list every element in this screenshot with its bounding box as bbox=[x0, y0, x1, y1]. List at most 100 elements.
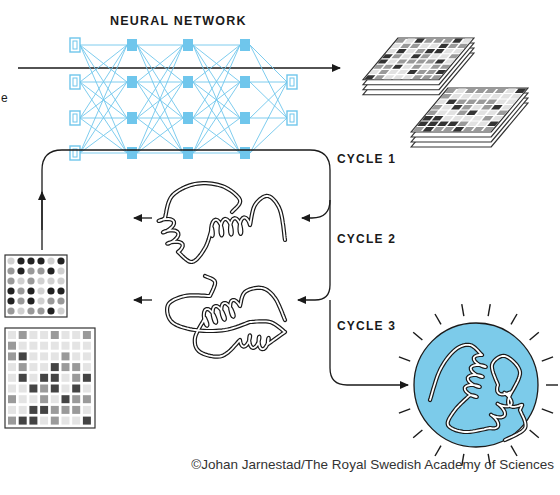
matrix-cell bbox=[19, 417, 27, 425]
matrix-cell bbox=[412, 75, 423, 79]
matrix-dot bbox=[27, 287, 34, 294]
matrix-cell bbox=[83, 385, 91, 393]
matrix-cell bbox=[477, 122, 489, 126]
network-unit bbox=[290, 114, 294, 122]
network-link bbox=[137, 45, 183, 153]
network-link bbox=[193, 45, 240, 153]
matrix-layer bbox=[363, 38, 474, 80]
matrix-cell bbox=[402, 75, 413, 79]
matrix-cell bbox=[475, 89, 487, 93]
network-link bbox=[137, 45, 183, 118]
matrix-cell bbox=[496, 100, 508, 104]
network-unit bbox=[73, 78, 77, 86]
network-link bbox=[80, 45, 127, 82]
matrix-dot bbox=[47, 267, 54, 274]
matrix-cell bbox=[19, 352, 27, 360]
matrix-cell bbox=[40, 363, 48, 371]
matrix-cell bbox=[417, 122, 429, 126]
matrix-cell bbox=[72, 342, 80, 350]
matrix-cell bbox=[72, 417, 80, 425]
network-link bbox=[193, 45, 240, 46]
glow-tick bbox=[511, 446, 517, 456]
matrix-cell bbox=[491, 105, 503, 109]
matrix-cell bbox=[29, 385, 37, 393]
matrix-cell bbox=[447, 122, 459, 126]
matrix-cell bbox=[19, 374, 27, 382]
protein-ribbon bbox=[167, 276, 285, 357]
matrix-cell bbox=[486, 100, 498, 104]
matrix-cell bbox=[452, 39, 463, 43]
matrix-dot bbox=[47, 257, 54, 264]
matrix-dot bbox=[27, 277, 34, 284]
matrix-cell bbox=[8, 406, 16, 414]
matrix-cell bbox=[51, 374, 59, 382]
matrix-cell bbox=[40, 395, 48, 403]
matrix-cell bbox=[482, 116, 494, 120]
matrix-cell bbox=[83, 395, 91, 403]
network-unit bbox=[73, 114, 77, 122]
matrix-cell bbox=[397, 70, 408, 74]
network-unit bbox=[70, 75, 80, 89]
matrix-cell bbox=[62, 342, 70, 350]
matrix-cell bbox=[436, 100, 448, 104]
glow-tick bbox=[511, 314, 517, 324]
matrix-cell bbox=[391, 44, 402, 48]
matrix-cell bbox=[433, 39, 444, 43]
network-unit bbox=[73, 41, 77, 49]
matrix-cell bbox=[437, 122, 449, 126]
matrix-cell bbox=[8, 342, 16, 350]
matrix-cell bbox=[51, 363, 59, 371]
matrix-dot bbox=[57, 257, 64, 264]
glow-tick bbox=[399, 357, 410, 361]
network-link bbox=[250, 45, 287, 118]
cycle-label: CYCLE 2 bbox=[337, 233, 396, 246]
matrix-cell bbox=[19, 331, 27, 339]
matrix-cell bbox=[72, 385, 80, 393]
network-unit bbox=[240, 76, 250, 88]
matrix-cell bbox=[72, 352, 80, 360]
matrix-cell bbox=[83, 363, 91, 371]
network-unit bbox=[70, 38, 80, 52]
glow-tick bbox=[435, 314, 441, 324]
matrix-cell bbox=[51, 385, 59, 393]
network-link bbox=[193, 45, 240, 82]
matrix-cell bbox=[466, 111, 478, 115]
matrix-cell bbox=[448, 44, 459, 48]
matrix-cell bbox=[431, 75, 442, 79]
matrix-layer bbox=[411, 88, 528, 132]
network-unit bbox=[183, 112, 193, 124]
matrix-cell bbox=[505, 89, 517, 93]
matrix-cell bbox=[455, 89, 467, 93]
network-unit bbox=[127, 39, 137, 51]
matrix-dot bbox=[37, 277, 44, 284]
matrix-cell bbox=[19, 385, 27, 393]
matrix-cell bbox=[62, 331, 70, 339]
protein-structures bbox=[159, 183, 526, 440]
matrix-cell bbox=[40, 385, 48, 393]
glow-tick bbox=[546, 384, 558, 385]
matrix-cell bbox=[465, 89, 477, 93]
network-unit bbox=[183, 76, 193, 88]
glow-tick bbox=[542, 409, 553, 413]
matrix-cell bbox=[19, 395, 27, 403]
matrix-cell bbox=[456, 111, 468, 115]
matrix-cell bbox=[463, 127, 475, 131]
matrix-dot bbox=[17, 257, 24, 264]
network-link bbox=[137, 45, 183, 153]
network-link bbox=[80, 45, 127, 153]
matrix-cell bbox=[83, 417, 91, 425]
matrix-dot bbox=[17, 277, 24, 284]
network-unit bbox=[287, 111, 297, 125]
protein-backbone bbox=[159, 183, 285, 262]
network-link bbox=[80, 118, 127, 153]
network-link bbox=[80, 118, 127, 153]
matrix-cell bbox=[413, 127, 425, 131]
matrix-cell bbox=[443, 127, 455, 131]
matrix-cell bbox=[436, 111, 448, 115]
matrix-cell bbox=[456, 100, 468, 104]
matrix-cell bbox=[383, 65, 394, 69]
predicted-structure bbox=[399, 304, 558, 466]
matrix-cell bbox=[467, 122, 479, 126]
matrix-cell bbox=[453, 127, 465, 131]
